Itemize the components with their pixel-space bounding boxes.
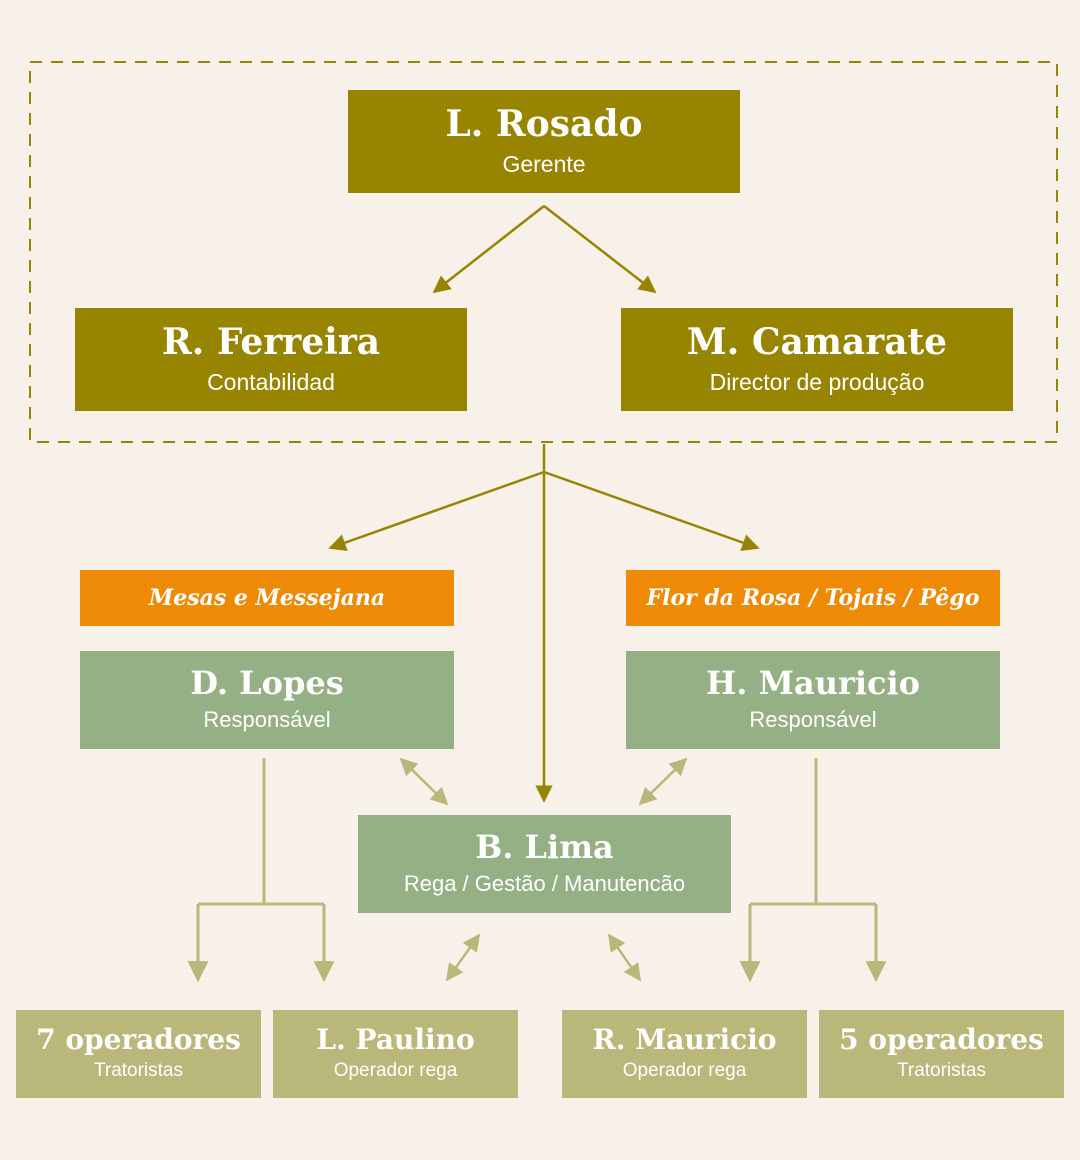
left-branch-connectors: [187, 758, 335, 983]
gerente-name: L. Rosado: [445, 102, 643, 145]
management-group-border: [29, 61, 1058, 443]
region-label-left: Mesas e Messejana: [80, 570, 454, 626]
operator-box: R. Mauricio Operador rega: [562, 1010, 807, 1098]
operator-role: Operador rega: [333, 1060, 458, 1081]
operator-name: 5 operadores: [839, 1023, 1044, 1057]
responsavel-left-box: D. Lopes Responsável: [80, 651, 454, 749]
director-role: Director de produção: [709, 368, 925, 395]
operator-box: 7 operadores Tratoristas: [16, 1010, 261, 1098]
central-role: Rega / Gestão / Manutencão: [403, 871, 686, 897]
gerente-box: L. Rosado Gerente: [348, 90, 740, 193]
responsavel-left-role: Responsável: [203, 707, 331, 733]
responsavel-right-name: H. Mauricio: [706, 664, 920, 703]
director-box: M. Camarate Director de produção: [621, 308, 1013, 411]
right-branch-connectors: [739, 758, 887, 983]
operator-box: L. Paulino Operador rega: [273, 1010, 518, 1098]
central-box: B. Lima Rega / Gestão / Manutencão: [358, 815, 731, 913]
operator-name: R. Mauricio: [592, 1023, 777, 1057]
operator-role: Operador rega: [622, 1060, 747, 1081]
responsavel-left-name: D. Lopes: [190, 664, 344, 703]
operator-role: Tratoristas: [896, 1060, 987, 1081]
central-name: B. Lima: [475, 828, 614, 867]
director-name: M. Camarate: [686, 320, 948, 363]
operator-name: L. Paulino: [316, 1023, 475, 1057]
operator-box: 5 operadores Tratoristas: [819, 1010, 1064, 1098]
region-label-right: Flor da Rosa / Tojais / Pêgo: [626, 570, 1000, 626]
responsavel-right-role: Responsável: [749, 707, 877, 733]
operator-role: Tratoristas: [93, 1060, 184, 1081]
gerente-connectors: [432, 205, 657, 294]
operator-name: 7 operadores: [36, 1023, 241, 1057]
gerente-role: Gerente: [502, 150, 586, 177]
contabilidade-name: R. Ferreira: [161, 320, 381, 363]
responsavel-right-box: H. Mauricio Responsável: [626, 651, 1000, 749]
coordination-arrows: [399, 757, 688, 982]
contabilidade-box: R. Ferreira Contabilidad: [75, 308, 467, 411]
management-to-regions-connectors: [328, 444, 760, 803]
contabilidade-role: Contabilidad: [207, 368, 335, 395]
